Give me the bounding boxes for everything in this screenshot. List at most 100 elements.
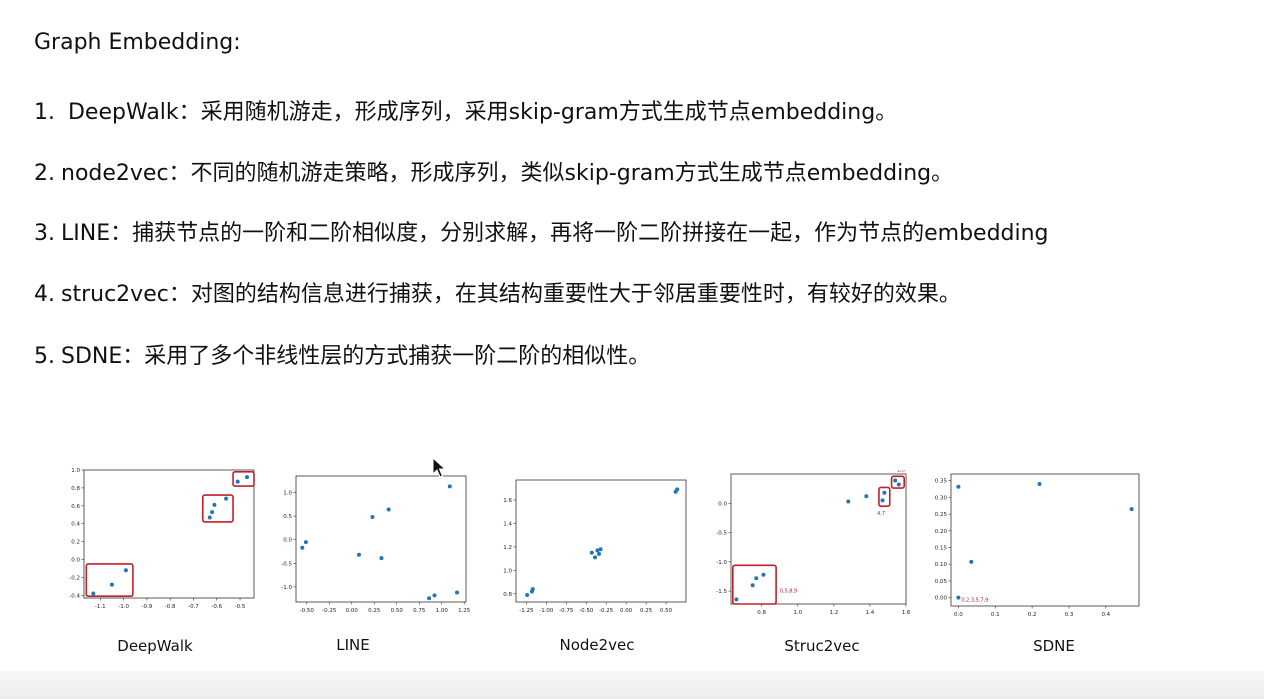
data-point [1037, 482, 1042, 487]
y-tick-label: 0.15 [935, 546, 948, 552]
data-point [370, 515, 375, 520]
highlight-box [890, 475, 905, 489]
x-tick-label: 0.4 [1101, 612, 1110, 618]
chart-caption-line: LINE [336, 636, 370, 654]
chart-caption-struc2vec: Struc2vec [784, 637, 860, 655]
x-tick-label: -1.00 [539, 608, 554, 614]
data-point [109, 582, 114, 587]
y-tick-label: 0.2 [71, 540, 80, 546]
y-tick-label: 1.0 [283, 491, 292, 497]
y-tick-label: 0.6 [71, 504, 80, 510]
data-point [896, 482, 901, 487]
data-point [597, 551, 602, 556]
data-point [754, 576, 759, 581]
x-tick-label: 0.0 [954, 612, 963, 618]
data-point [893, 478, 898, 483]
data-point [91, 591, 96, 596]
data-point [245, 475, 250, 480]
plot-frame [515, 479, 687, 603]
data-point [734, 597, 739, 602]
x-tick-label: -0.25 [322, 608, 337, 614]
data-point [210, 510, 215, 515]
y-tick-label: 0.05 [935, 579, 948, 585]
x-tick-label: -0.50 [579, 608, 594, 614]
x-tick-label: -0.5 [235, 604, 246, 610]
y-tick-label: 0.30 [935, 495, 948, 501]
highlight-box [732, 564, 777, 605]
y-tick-label: 0.35 [935, 479, 948, 485]
y-tick-label: -0.2 [69, 575, 80, 581]
x-tick-label: -1.1 [95, 604, 106, 610]
data-point [207, 515, 212, 520]
x-tick-label: 0.50 [391, 608, 404, 614]
list-item-struc2vec: 4.struc2vec：对图的结构信息进行捕获，在其结构重要性大于邻居重要性时，… [34, 276, 961, 308]
list-item-line: 3.LINE：捕获节点的一阶和二阶相似度，分别求解，再将一阶二阶拼接在一起，作为… [34, 215, 1049, 247]
data-point [212, 502, 217, 507]
x-tick-label: 0.2 [1028, 612, 1037, 618]
list-item-sdne: 5.SDNE：采用了多个非线性层的方式捕获一阶二阶的相似性。 [34, 338, 650, 370]
data-point [427, 596, 432, 601]
slide-title: Graph Embedding: [34, 30, 241, 55]
data-point [386, 507, 391, 512]
y-tick-label: -0.5 [716, 531, 727, 537]
plot-frame [950, 473, 1140, 607]
bottom-strip [0, 671, 1264, 699]
data-point [761, 572, 766, 577]
item-text: struc2vec：对图的结构信息进行捕获，在其结构重要性大于邻居重要性时，有较… [61, 282, 961, 307]
plot-frame [295, 475, 467, 603]
annotation-label: 1,6 [897, 470, 905, 474]
y-tick-label: 0.0 [718, 501, 727, 507]
y-tick-label: 0.8 [71, 486, 80, 492]
data-point [303, 540, 308, 545]
x-tick-label: -0.50 [300, 608, 315, 614]
x-tick-label: 0.3 [1065, 612, 1074, 618]
data-point [525, 592, 530, 597]
chart-caption-sdne: SDNE [1033, 637, 1075, 655]
x-tick-label: -1.0 [118, 604, 129, 610]
chart-caption-deepwalk: DeepWalk [117, 637, 193, 655]
y-tick-label: 1.2 [503, 545, 512, 551]
x-tick-label: 1.6 [902, 610, 910, 616]
item-number: 3. [34, 221, 55, 246]
data-point [956, 595, 961, 600]
highlight-box [878, 486, 891, 508]
data-point [675, 487, 680, 492]
x-tick-label: -0.25 [599, 608, 614, 614]
deepwalk-scatter-chart: -1.1-1.0-0.9-0.8-0.7-0.6-0.5-0.4-0.20.00… [69, 468, 255, 610]
y-tick-label: 0.25 [935, 512, 948, 518]
data-point [750, 583, 755, 588]
list-item-node2vec: 2.node2vec：不同的随机游走策略，形成序列，类似skip-gram方式生… [34, 155, 953, 187]
item-number: 2. [34, 161, 55, 186]
item-number: 5. [34, 344, 55, 369]
item-text: LINE：捕获节点的一阶和二阶相似度，分别求解，再将一阶二阶拼接在一起，作为节点… [61, 221, 1049, 246]
plot-frame [83, 469, 255, 599]
item-text: node2vec：不同的随机游走策略，形成序列，类似skip-gram方式生成节… [61, 161, 954, 186]
y-tick-label: -0.4 [69, 593, 80, 599]
y-tick-label: 0.20 [935, 529, 948, 535]
data-point [846, 499, 851, 504]
y-tick-label: 0.5 [283, 514, 292, 520]
list-item-deepwalk: 1. DeepWalk：采用随机游走，形成序列，采用skip-gram方式生成节… [34, 94, 897, 126]
x-tick-label: -0.8 [165, 604, 176, 610]
x-tick-label: 0.00 [346, 608, 359, 614]
data-point [530, 587, 535, 592]
x-tick-label: 0.50 [660, 608, 673, 614]
data-point [1129, 507, 1134, 512]
y-tick-label: -0.5 [281, 561, 292, 567]
y-tick-label: 0.4 [71, 522, 80, 528]
highlight-box [232, 470, 255, 487]
x-tick-label: 0.25 [368, 608, 381, 614]
y-tick-label: 1.0 [71, 468, 80, 474]
data-point [956, 484, 961, 489]
y-tick-label: -1.0 [716, 560, 727, 566]
annotation-label: 0,2,3,5,7,9 [961, 598, 988, 604]
y-tick-label: -1.0 [281, 585, 292, 591]
data-point [123, 568, 128, 573]
data-point [864, 494, 869, 499]
x-tick-label: 1.00 [436, 608, 449, 614]
data-point [432, 593, 437, 598]
x-tick-label: 1.2 [829, 610, 838, 616]
